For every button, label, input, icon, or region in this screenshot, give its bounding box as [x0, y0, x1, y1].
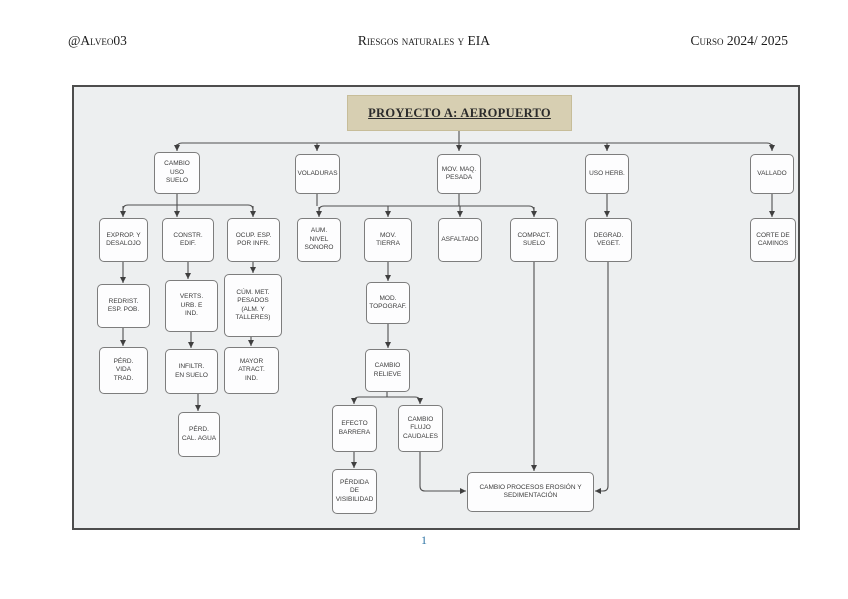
- node-perd-vida-trad: PÉRD. VIDA TRAD.: [99, 347, 148, 394]
- node-mov-tierra: MOV. TIERRA: [364, 218, 412, 262]
- node-voladuras: VOLADURAS: [295, 154, 340, 194]
- node-aum-nivel-sonoro: AUM. NIVEL SONORO: [297, 218, 341, 262]
- node-perdida-visibilidad: PÉRDIDA DE VISIBILIDAD: [332, 469, 377, 514]
- diagram-canvas: PROYECTO A: AEROPUERTO CAMBIO USO SUELO …: [72, 85, 800, 530]
- node-uso-herb: USO HERB.: [585, 154, 629, 194]
- node-efecto-barrera: EFECTO BARRERA: [332, 405, 377, 452]
- node-cambio-procesos-erosion: CAMBIO PROCESOS EROSIÓN Y SEDIMENTACIÓN: [467, 472, 594, 512]
- node-mov-maq-pesada: MOV. MAQ. PESADA: [437, 154, 481, 194]
- node-cambio-relieve: CAMBIO RELIEVE: [365, 349, 410, 392]
- node-mayor-atract-ind: MAYOR ATRACT. IND.: [224, 347, 279, 394]
- node-mod-topograf: MOD. TOPOGRAF.: [366, 282, 410, 324]
- node-verts-urb-ind: VERTS. URB. E IND.: [165, 280, 218, 332]
- node-exprop-desalojo: EXPROP. Y DESALOJO: [99, 218, 148, 262]
- node-degrad-veget: DEGRAD. VEGET.: [585, 218, 632, 262]
- node-cambio-uso-suelo: CAMBIO USO SUELO: [154, 152, 200, 194]
- node-ocup-esp-infr: OCUP. ESP. POR INFR.: [227, 218, 280, 262]
- page-number: 1: [421, 533, 427, 547]
- diagram-title: PROYECTO A: AEROPUERTO: [347, 95, 572, 131]
- node-perd-cal-agua: PÉRD. CAL. AGUA: [178, 412, 220, 457]
- header-course: Curso 2024/ 2025: [690, 33, 788, 48]
- node-corte-caminos: CORTE DE CAMINOS: [750, 218, 796, 262]
- node-cambio-flujo-caudales: CAMBIO FLUJO CAUDALES: [398, 405, 443, 452]
- header-author: @Alveo03: [68, 33, 127, 48]
- node-asfaltado: ASFALTADO: [438, 218, 482, 262]
- node-cum-met-pesados: CÚM. MET. PESADOS (ALM. Y TALLERES): [224, 274, 282, 337]
- node-constr-edif: CONSTR. EDIF.: [162, 218, 214, 262]
- header-title: Riesgos naturales y EIA: [357, 33, 491, 48]
- node-vallado: VALLADO: [750, 154, 794, 194]
- node-infiltr-suelo: INFILTR. EN SUELO: [165, 349, 218, 394]
- node-redrist-esp-pob: REDRIST. ESP. POB.: [97, 284, 150, 328]
- node-compact-suelo: COMPACT. SUELO: [510, 218, 558, 262]
- page-header: @Alveo03 Riesgos naturales y EIA Curso 2…: [0, 33, 848, 51]
